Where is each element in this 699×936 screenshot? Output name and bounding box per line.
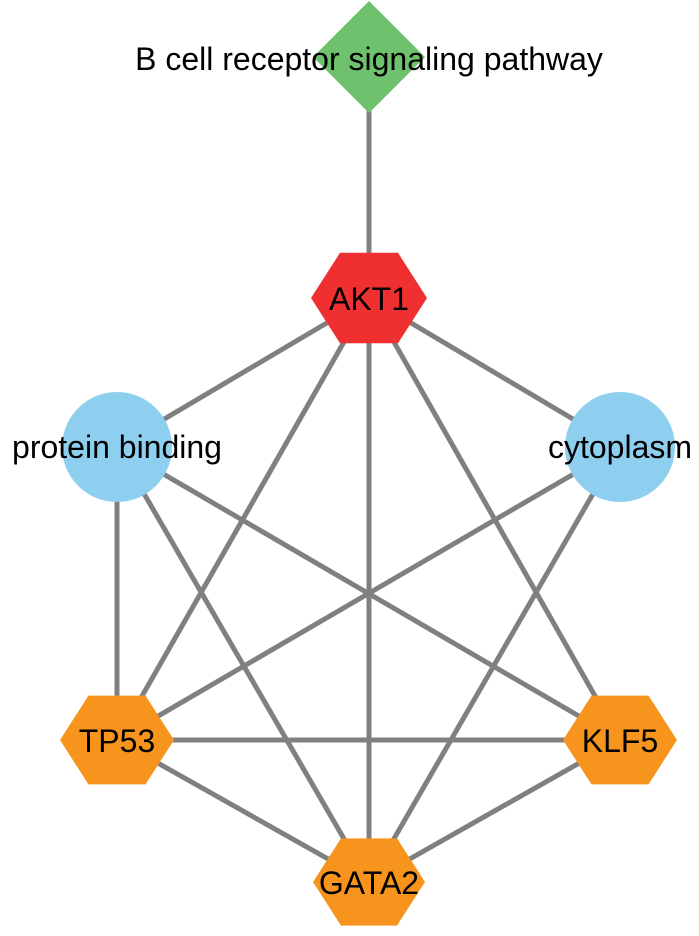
- node-cytoplasm[interactable]: cytoplasm: [548, 392, 692, 502]
- b-cell-pathway-label: B cell receptor signaling pathway: [135, 41, 603, 77]
- cytoplasm-label: cytoplasm: [548, 429, 692, 465]
- akt1-label: AKT1: [329, 281, 409, 317]
- edge-cytoplasm-gata2: [366, 444, 623, 885]
- edge-layer: [114, 54, 623, 885]
- edge-tp53-gata2: [114, 737, 372, 885]
- klf5-hexagon-shape: [563, 695, 677, 785]
- node-klf5[interactable]: KLF5: [563, 695, 677, 785]
- node-b-cell-pathway[interactable]: B cell receptor signaling pathway: [135, 1, 603, 113]
- node-tp53[interactable]: TP53: [60, 695, 174, 785]
- tp53-hexagon-shape: [60, 695, 174, 785]
- protein-binding-circle-shape: [62, 392, 172, 502]
- gata2-hexagon-shape: [313, 838, 425, 926]
- edge-klf5-gata2: [366, 737, 623, 885]
- node-gata2[interactable]: GATA2: [313, 838, 425, 926]
- node-protein-binding[interactable]: protein binding: [12, 392, 222, 502]
- protein-binding-label: protein binding: [12, 429, 222, 465]
- klf5-label: KLF5: [582, 723, 658, 759]
- cytoplasm-circle-shape: [565, 392, 675, 502]
- node-akt1[interactable]: AKT1: [311, 252, 427, 344]
- edge-cytoplasm-tp53: [114, 444, 623, 743]
- b-cell-pathway-diamond-shape: [313, 1, 425, 113]
- gata2-label: GATA2: [319, 865, 419, 901]
- akt1-hexagon-shape: [311, 252, 427, 344]
- tp53-label: TP53: [79, 723, 155, 759]
